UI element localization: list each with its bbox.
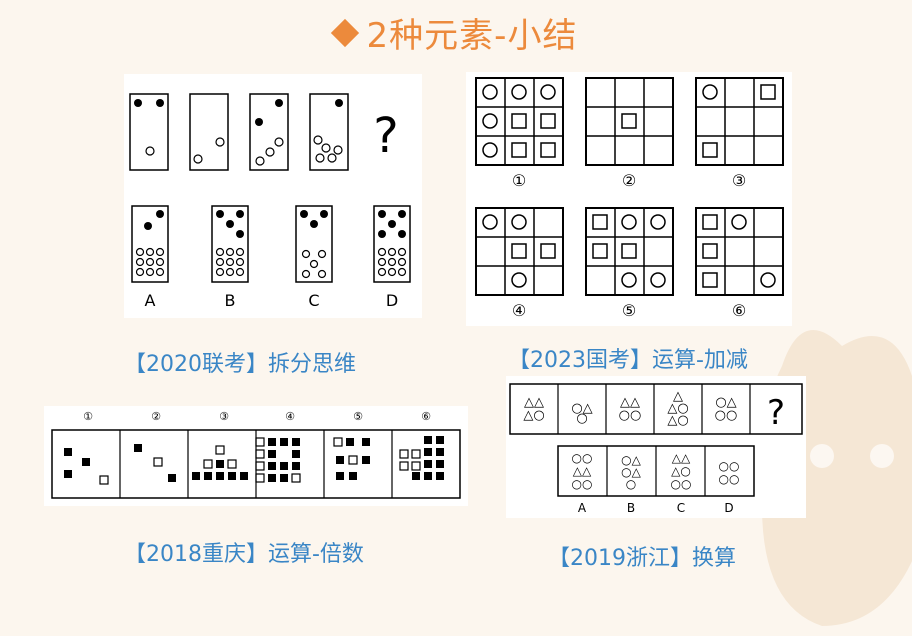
svg-text:○○: ○○ [619, 408, 642, 423]
caption-2020: 【2020联考】拆分思维 [124, 352, 356, 377]
svg-text:○○: ○○ [671, 477, 692, 491]
svg-text:○○: ○○ [572, 477, 593, 491]
svg-text:○△: ○△ [715, 395, 736, 410]
svg-text:△△: △△ [620, 395, 640, 410]
grid-label-2: ② [622, 171, 636, 190]
svg-text:○○: ○○ [715, 408, 738, 423]
svg-text:○○: ○○ [719, 459, 740, 473]
option-c-label: C [308, 291, 319, 310]
page-title: 2种元素-小结 [0, 8, 912, 57]
grid-label-3: ③ [732, 171, 746, 190]
svg-text:○○: ○○ [719, 472, 740, 486]
box-label-3: ③ [219, 410, 229, 423]
caption-2018: 【2018重庆】运算-倍数 [124, 542, 364, 567]
svg-text:△○: △○ [667, 401, 688, 416]
svg-text:△○: △○ [671, 464, 691, 478]
puzzle-panel-2020: ? A B C D [124, 74, 422, 318]
puzzle-2023-figure: ① ② ③ ④ ⑤ ⑥ [475, 77, 784, 320]
grid-label-5: ⑤ [622, 301, 636, 320]
svg-text:△: △ [673, 389, 683, 404]
question-mark-2019: ? [767, 393, 785, 433]
svg-text:○: ○ [576, 411, 587, 426]
svg-text:△△: △△ [573, 464, 592, 478]
box-label-6: ⑥ [421, 410, 431, 423]
puzzle-2018-figure: ① ② ③ ④ ⑤ ⑥ [51, 410, 461, 499]
row-1-cards [129, 93, 349, 171]
option-d-2019: D [724, 501, 733, 515]
puzzle-2020-figure: ? A B C D [129, 93, 411, 310]
svg-text:△△: △△ [672, 451, 691, 465]
option-b-2019: B [627, 501, 635, 515]
caption-2023: 【2023国考】运算-加减 [508, 348, 748, 373]
option-b-label: B [225, 291, 236, 310]
puzzle-panel-2018: ① ② ③ ④ ⑤ ⑥ [44, 406, 468, 506]
grid-label-6: ⑥ [732, 301, 746, 320]
box-label-5: ⑤ [353, 410, 363, 423]
option-c-2019: C [677, 501, 685, 515]
svg-text:○△: ○△ [571, 401, 592, 416]
option-d-label: D [386, 291, 398, 310]
svg-text:△△: △△ [524, 395, 544, 410]
question-mark: ? [373, 108, 398, 164]
svg-text:○: ○ [626, 477, 636, 491]
grid-label-4: ④ [512, 301, 526, 320]
puzzle-panel-2019: △△△○ ○△○ △△○○ △△○△○ ○△○○ ? ○○△△○○ ○△○△○ … [506, 376, 806, 518]
option-a-label: A [145, 291, 156, 310]
puzzle-2019-figure: △△△○ ○△○ △△○○ △△○△○ ○△○○ ? ○○△△○○ ○△○△○ … [509, 383, 803, 515]
svg-text:○△: ○△ [621, 465, 641, 479]
svg-text:○○: ○○ [572, 451, 593, 465]
box-label-4: ④ [285, 410, 295, 423]
diamond-icon [330, 18, 359, 48]
svg-text:○△: ○△ [621, 453, 641, 467]
box-label-2: ② [151, 410, 161, 423]
caption-2019: 【2019浙江】换算 [548, 546, 736, 571]
svg-text:△○: △○ [523, 408, 544, 423]
option-a-2019: A [578, 501, 587, 515]
grid-label-1: ① [512, 171, 526, 190]
puzzle-panel-2023: ① ② ③ ④ ⑤ ⑥ [466, 72, 792, 326]
box-label-1: ① [83, 410, 93, 423]
svg-text:△○: △○ [667, 413, 688, 428]
